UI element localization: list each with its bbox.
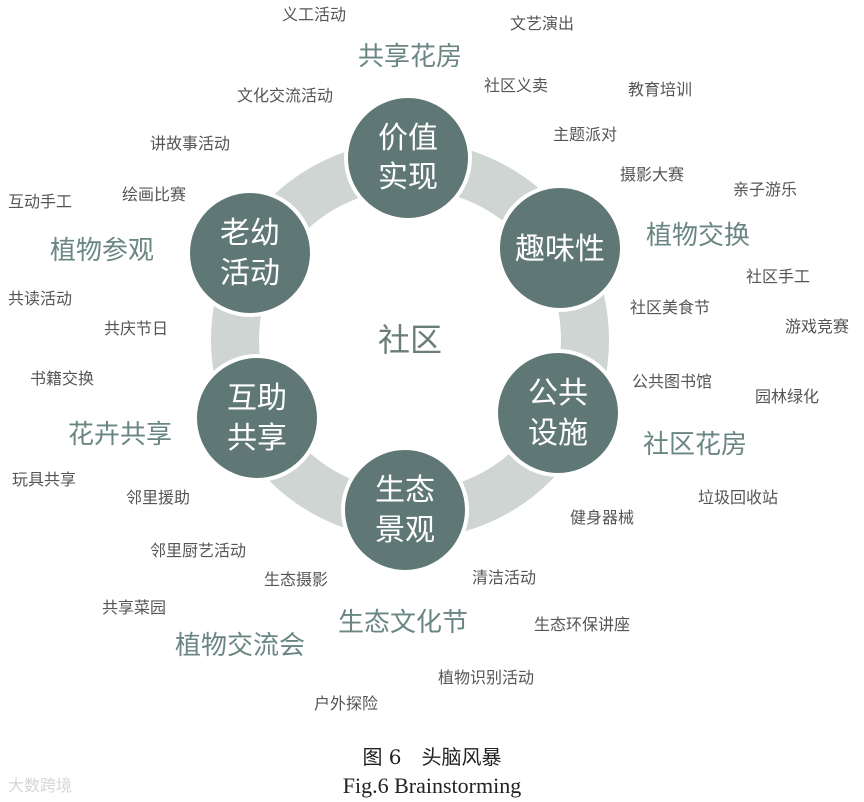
node-quwei: 趣味性 xyxy=(496,184,624,312)
node-jiazhi: 价值 实现 xyxy=(344,94,472,222)
node-shengtai-line1: 生态 xyxy=(375,473,435,508)
keyword-shequ-huafang: 社区花房 xyxy=(643,430,748,460)
keyword-gongqing: 共庆节日 xyxy=(104,319,169,338)
keyword-shengtai-sheying: 生态摄影 xyxy=(264,570,329,589)
keyword-qinzi: 亲子游乐 xyxy=(733,180,798,199)
keyword-huihua: 绘画比赛 xyxy=(122,185,187,204)
keyword-zhuti-paidui: 主题派对 xyxy=(553,125,618,144)
watermark-logo: 大数跨境 xyxy=(8,776,73,795)
node-huzhu-line1: 互助 xyxy=(227,381,287,416)
keyword-jiaoyu: 教育培训 xyxy=(628,80,693,99)
node-jiazhi-line2: 实现 xyxy=(378,160,438,195)
keyword-wenyi: 文艺演出 xyxy=(510,14,575,33)
keyword-zhiwu-canguan: 植物参观 xyxy=(50,236,155,266)
keyword-yigong: 义工活动 xyxy=(282,5,347,24)
keyword-huwai: 户外探险 xyxy=(314,694,379,713)
keyword-zhiwu-jiaoliuhui: 植物交流会 xyxy=(175,631,306,661)
keyword-shequ-meishi: 社区美食节 xyxy=(630,298,711,317)
keyword-gongxiang-huafang: 共享花房 xyxy=(358,42,463,72)
center-label: 社区 xyxy=(378,321,442,359)
keyword-laji: 垃圾回收站 xyxy=(698,488,779,507)
keyword-shequ-yimai: 社区义卖 xyxy=(484,76,549,95)
keyword-shequ-shougong: 社区手工 xyxy=(746,267,811,286)
caption-english: Fig.6 Brainstorming xyxy=(342,773,522,798)
hexagon-diagram: 社区 价值 实现 趣味性 公共 设施 生态 景观 互助 共享 老幼 xyxy=(186,94,624,574)
node-laoyou-line1: 老幼 xyxy=(220,216,280,251)
node-shengtai-line2: 景观 xyxy=(375,513,435,548)
node-shengtai: 生态 景观 xyxy=(341,446,469,574)
keyword-hudong-shougong: 互动手工 xyxy=(8,192,73,211)
node-gonggong-line2: 设施 xyxy=(528,416,588,451)
keyword-zhiwu-jiaohuan: 植物交换 xyxy=(646,221,751,251)
keyword-gonggong-tushuguan: 公共图书馆 xyxy=(632,372,713,391)
keyword-shengtai-huanbao: 生态环保讲座 xyxy=(534,615,631,634)
node-laoyou: 老幼 活动 xyxy=(186,189,314,317)
keyword-jianshen: 健身器械 xyxy=(570,508,635,527)
node-jiazhi-line1: 价值 xyxy=(378,121,438,156)
keyword-wenhua-jiaoliu: 文化交流活动 xyxy=(237,86,334,105)
keyword-shengtai-wenhuajie: 生态文化节 xyxy=(338,608,469,638)
node-gonggong-line1: 公共 xyxy=(528,376,588,411)
node-huzhu: 互助 共享 xyxy=(193,354,321,482)
keyword-linli-chuyi: 邻里厨艺活动 xyxy=(150,541,247,560)
node-quwei-line1: 趣味性 xyxy=(515,232,605,267)
keyword-sheying-dasai: 摄影大赛 xyxy=(620,165,685,184)
node-huzhu-line2: 共享 xyxy=(227,421,287,456)
keyword-huahui: 花卉共享 xyxy=(68,420,173,450)
keyword-qingjie: 清洁活动 xyxy=(472,568,537,587)
node-gonggong: 公共 设施 xyxy=(494,349,622,477)
keyword-youxi: 游戏竞赛 xyxy=(785,317,850,336)
keyword-gongdu: 共读活动 xyxy=(8,289,73,308)
keyword-gongxiang-caiyuan: 共享菜园 xyxy=(102,598,167,617)
keyword-shuji: 书籍交换 xyxy=(30,369,95,388)
keyword-zhiwu-shibie: 植物识别活动 xyxy=(438,668,535,687)
caption-chinese: 图 6 头脑风暴 xyxy=(362,745,502,769)
keyword-linli-yuanzhu: 邻里援助 xyxy=(126,488,191,507)
keyword-wanju: 玩具共享 xyxy=(12,470,77,489)
node-laoyou-line2: 活动 xyxy=(220,256,280,291)
keyword-yuanlin: 园林绿化 xyxy=(755,387,820,406)
keyword-jianggushi: 讲故事活动 xyxy=(150,134,231,153)
